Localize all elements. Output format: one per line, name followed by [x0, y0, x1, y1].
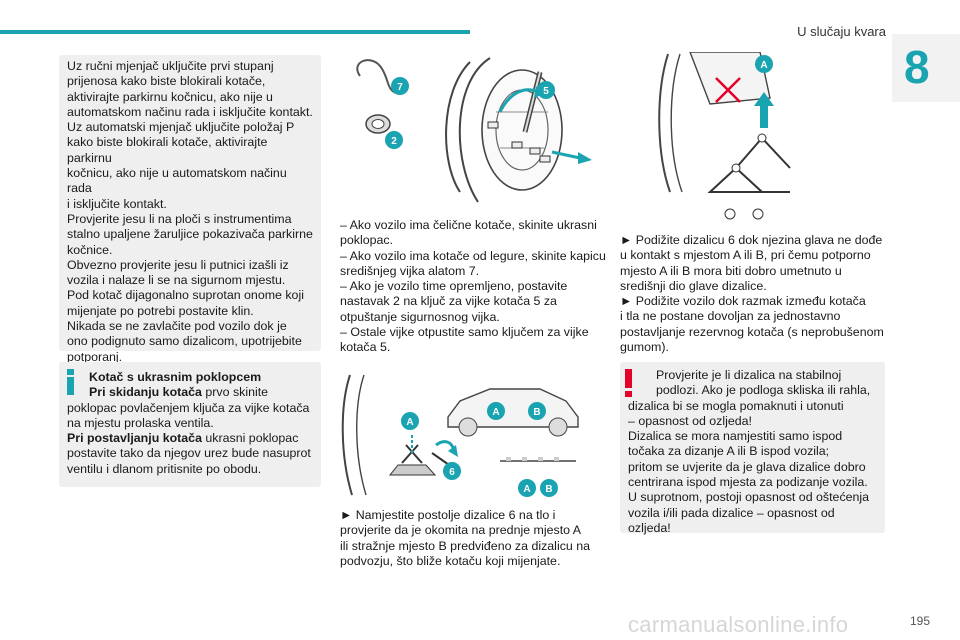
label-bolt: 5: [543, 86, 549, 97]
jack-lifting-illustration: A: [650, 52, 798, 224]
page-number: 195: [909, 614, 930, 628]
safety-text: Uz ručni mjenjač uključite prvi stupanj …: [67, 59, 313, 365]
text-line: Obvezno provjerite jesu li putnici izašl…: [67, 257, 289, 272]
text-line: podvozju, što bliže kotaču koji mijenjat…: [340, 553, 561, 568]
text-line: mijenjate po potrebi postavite klin.: [67, 303, 254, 318]
text-line: provjerite da je okomita na prednje mjes…: [340, 523, 582, 538]
safety-instructions-box: Uz ručni mjenjač uključite prvi stupanj …: [59, 55, 321, 364]
text-line: dizalica bi se mogla pomaknuti i utonuti: [628, 398, 844, 413]
label-key-tool: 7: [397, 82, 403, 93]
text-line: središnji dio glave dizalice.: [620, 278, 767, 293]
text-line: kako biste blokirali kotače, aktivirajte…: [67, 135, 268, 165]
text-line: Nikada se ne zavlačite pod vozilo dok je: [67, 319, 287, 334]
label-lift-point: A: [760, 60, 767, 71]
chapter-number: 8: [904, 41, 930, 93]
info-subtitle-removal: Pri skidanju kotača: [89, 385, 202, 400]
text-line: središnjeg vijka alatom 7.: [340, 263, 480, 278]
header-accent-bar: [0, 30, 470, 34]
text-line: vozila i/ili pada dizalice – opasnost od…: [628, 505, 835, 535]
text-line: – Ostale vijke otpustite samo ključem za…: [340, 325, 589, 340]
text-line: podlozi. Ako je podloga skliska ili rahl…: [656, 383, 871, 398]
text-line: ► Podižite vozilo dok razmak između kota…: [620, 294, 866, 309]
info-subtitle-fitting: Pri postavljanju kotača: [67, 431, 202, 446]
jack-warning-box: Provjerite je li dizalica na stabilnoj p…: [620, 362, 885, 536]
text-line: ukrasni poklopac: [201, 431, 299, 446]
text-line: kočnicu, ako nije u automatskom načinu r…: [67, 166, 287, 196]
text-line: Uz automatski mjenjač uključite položaj …: [67, 120, 295, 135]
watermark: carmanualsonline.info: [628, 612, 849, 637]
text-line: vozila i nalaze li se na sigurnom mjestu…: [67, 273, 286, 288]
section-title: U slučaju kvara: [797, 24, 886, 39]
text-line: poklopac povlačenjem ključa za vijke kot…: [67, 400, 310, 415]
text-line: stalno upaljene žaruljice pokazivača par…: [67, 227, 313, 242]
text-line: Provjerite je li dizalica na stabilnoj: [656, 368, 842, 382]
jack-placement-step: ► Namjestite postolje dizalice 6 na tlo …: [340, 508, 610, 569]
text-line: – Ako vozilo ima čelične kotače, skinite…: [340, 218, 597, 232]
text-line: poklopac.: [340, 233, 394, 248]
text-line: Provjerite jesu li na ploči s instrument…: [67, 211, 292, 226]
text-line: automatskom načinu rada i isključite kon…: [67, 104, 313, 119]
text-line: Dizalica se mora namjestiti samo ispod: [628, 429, 843, 444]
text-line: točaka za dizanje A ili B ispod vozila;: [628, 444, 830, 459]
text-line: gumom).: [620, 340, 669, 355]
text-line: potporanj.: [67, 349, 123, 364]
text-line: mjesto A ili B mora biti dobro umetnuto …: [620, 263, 842, 278]
text-line: nastavak 2 na ključ za vijke kotača 5 za: [340, 294, 557, 309]
text-line: kočnice.: [67, 242, 113, 257]
wheel-removal-steps: – Ako vozilo ima čelične kotače, skinite…: [340, 218, 610, 356]
label-jack: 6: [449, 467, 455, 478]
warning-icon: [622, 369, 636, 397]
text-line: ► Namjestite postolje dizalice 6 na tlo …: [340, 508, 556, 522]
text-line: postavite tako da njegov urez bude nasup…: [67, 446, 311, 461]
warning-text: Provjerite je li dizalica na stabilnoj p…: [628, 368, 877, 536]
text-line: prvo skinite: [201, 385, 269, 400]
text-line: u kontakt s mjestom A ili B, pri čemu po…: [620, 248, 871, 263]
text-line: i isključite kontakt.: [67, 196, 167, 211]
label-rear-point-car: B: [533, 407, 540, 418]
text-line: aktivirajte parkirnu kočnicu, ako nije u: [67, 89, 273, 104]
text-line: ono podignuto samo dizalicom, upotrijebi…: [67, 334, 302, 349]
label-front-point-underbody: A: [523, 484, 530, 495]
text-line: na mjestu prolaska ventila.: [67, 415, 214, 430]
wheel-bolt-illustration: 7 2 5: [340, 52, 608, 208]
text-line: Uz ručni mjenjač uključite prvi stupanj: [67, 59, 274, 73]
text-line: ventilu i dlanom pritisnite po obodu.: [67, 461, 262, 476]
text-line: U suprotnom, postoji opasnost od oštećen…: [628, 490, 870, 505]
info-icon: [62, 369, 78, 395]
info-title: Kotač s ukrasnim poklopcem: [89, 370, 262, 384]
text-line: prijenosa kako biste blokirali kotače,: [67, 74, 266, 89]
text-line: – Ako vozilo ima kotače od legure, skini…: [340, 248, 606, 263]
text-line: otpuštanje sigurnosnog vijka.: [340, 309, 500, 324]
text-line: postavljanje rezervnog kotača (s neprobu…: [620, 324, 884, 339]
lifting-steps: ► Podižite dizalicu 6 dok njezina glava …: [620, 233, 890, 355]
chapter-tab: [892, 34, 960, 102]
text-line: pritom se uvjerite da je glava dizalice …: [628, 459, 866, 474]
text-line: ► Podižite dizalicu 6 dok njezina glava …: [620, 233, 883, 247]
label-socket: 2: [391, 136, 397, 147]
info-text: Kotač s ukrasnim poklopcem Pri skidanju …: [67, 370, 313, 477]
text-line: i tla ne postane dovoljan za jednostavno: [620, 309, 841, 324]
text-line: kotača 5.: [340, 340, 391, 355]
label-front-point-car: A: [492, 407, 499, 418]
jack-positioning-illustration: A 6 A B A B: [340, 365, 588, 500]
text-line: Pod kotač dijagonalno suprotan onome koj…: [67, 288, 304, 303]
wheel-cover-info-box: Kotač s ukrasnim poklopcem Pri skidanju …: [59, 362, 321, 487]
label-rear-point-underbody: B: [545, 484, 552, 495]
text-line: centrirana ispod mjesta za podizanje voz…: [628, 475, 868, 490]
text-line: – Ako je vozilo time opremljeno, postavi…: [340, 279, 568, 294]
label-front-point: A: [406, 417, 413, 428]
text-line: – opasnost od ozljeda!: [628, 413, 752, 428]
text-line: ili stražnje mjesto B predviđeno za diza…: [340, 538, 591, 553]
